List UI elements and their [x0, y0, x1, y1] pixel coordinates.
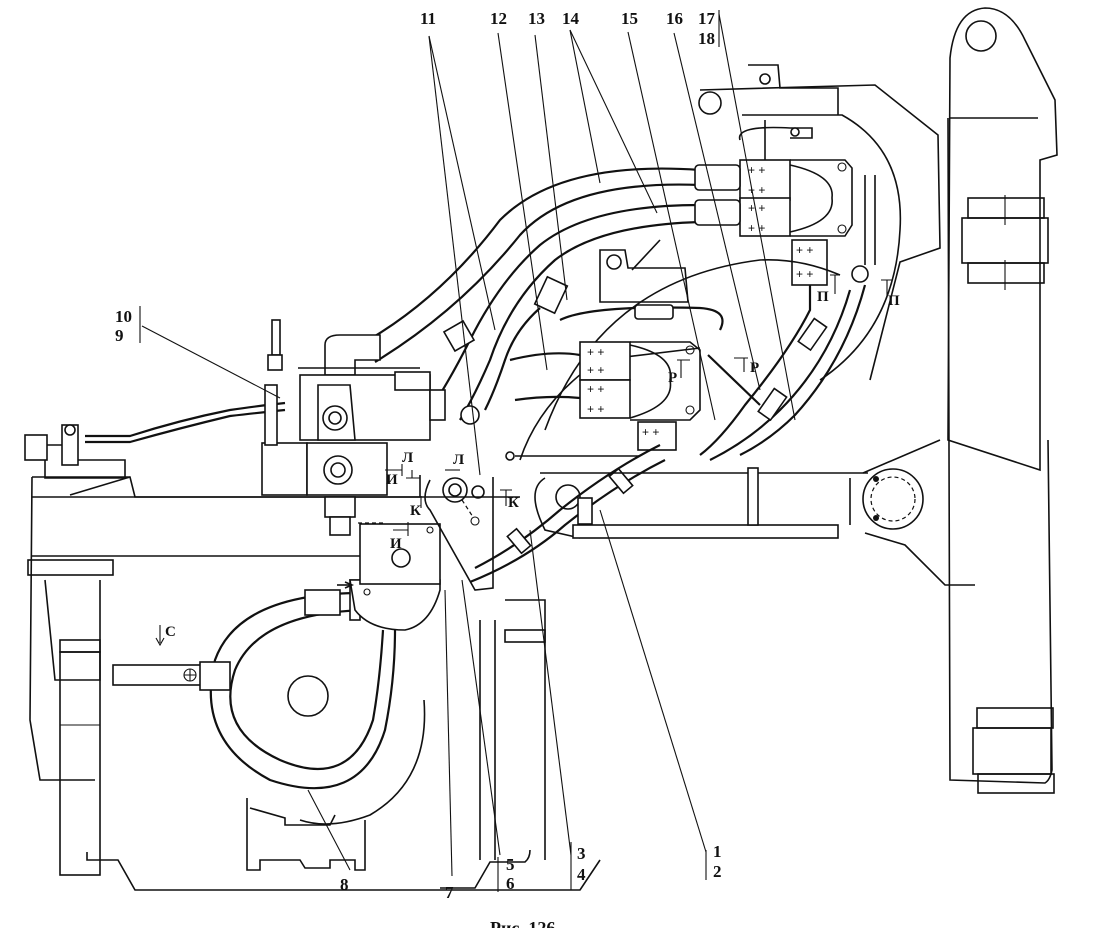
section-mark-P-left: П — [817, 289, 829, 305]
section-mark-K-right: К — [508, 495, 519, 511]
section-marks: Л И Л К И К Р Р П П С — [155, 274, 900, 647]
section-mark-L-right: Л — [453, 452, 464, 468]
swing-lever — [424, 444, 666, 860]
callout-1: 1 — [713, 842, 722, 861]
right-boom-frame — [947, 7, 1058, 794]
svg-text:+ +: + + — [587, 345, 604, 359]
svg-text:+ +: + + — [748, 201, 765, 215]
svg-text:+ +: + + — [587, 402, 604, 416]
figure-caption: Рис. 126 — [490, 918, 555, 928]
horizontal-cylinder — [505, 439, 975, 586]
callout-3: 3 — [577, 844, 586, 863]
callout-14: 14 — [562, 9, 580, 28]
svg-text:+ +: + + — [587, 382, 604, 396]
callout-2: 2 — [713, 862, 722, 881]
section-mark-K-lower: К — [410, 503, 421, 519]
callout-10: 10 — [115, 307, 132, 326]
section-mark-P-right: П — [888, 293, 900, 309]
hoses-diagonal — [699, 175, 876, 461]
hoses-upper — [324, 164, 741, 421]
svg-text:+ +: + + — [587, 363, 604, 377]
svg-text:+ +: + + — [748, 221, 765, 235]
callout-8: 8 — [340, 875, 349, 894]
left-track-block — [44, 579, 601, 891]
leader-lines — [139, 10, 796, 892]
callout-4: 4 — [577, 865, 586, 884]
section-mark-I-lower: И — [390, 536, 402, 552]
callout-11: 11 — [420, 9, 436, 28]
svg-text:+ +: + + — [748, 163, 765, 177]
callout-9: 9 — [115, 326, 124, 345]
callout-13: 13 — [528, 9, 545, 28]
callout-12: 12 — [490, 9, 507, 28]
section-mark-C: С — [165, 624, 176, 640]
callout-6: 6 — [506, 874, 515, 893]
pump-housing — [112, 579, 441, 871]
valve-block — [24, 319, 480, 596]
upper-bracket-plate — [698, 64, 941, 381]
main-beam — [27, 475, 520, 781]
callout-18: 18 — [698, 29, 715, 48]
callout-7: 7 — [445, 883, 454, 902]
callout-15: 15 — [621, 9, 638, 28]
middle-cylinder-unit: + + + + + + + + + + — [484, 239, 841, 461]
section-mark-L-upper: Л — [402, 450, 413, 466]
svg-text:+ +: + + — [796, 267, 813, 281]
callout-5: 5 — [506, 855, 515, 874]
callout-numbers: 11 12 13 14 15 16 17 18 10 9 8 7 5 6 3 4… — [115, 9, 722, 902]
callout-17: 17 — [698, 9, 716, 28]
svg-text:+ +: + + — [642, 425, 659, 439]
callout-16: 16 — [666, 9, 683, 28]
svg-text:+ +: + + — [796, 243, 813, 257]
section-mark-R-left: Р — [668, 370, 677, 386]
section-mark-I-upper: И — [386, 472, 398, 488]
